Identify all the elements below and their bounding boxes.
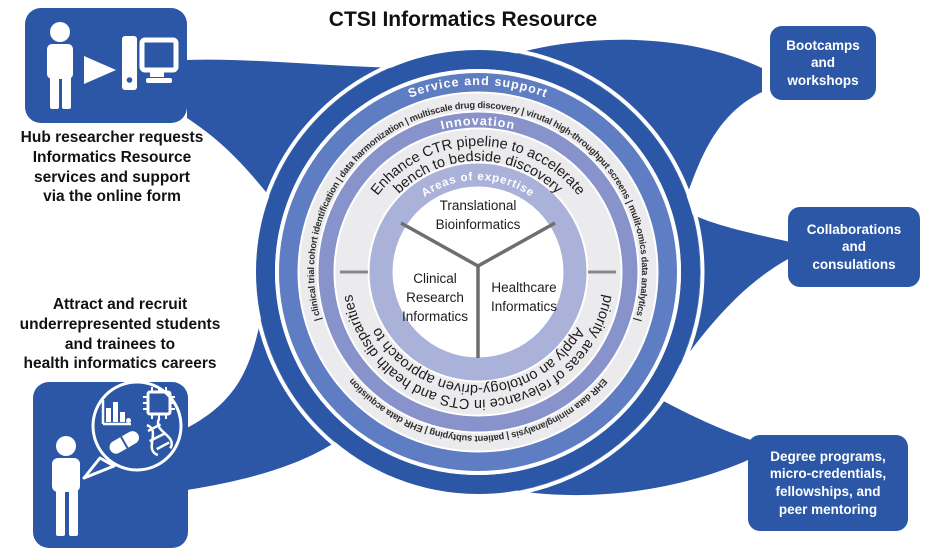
bootcamps-workshops-label: Bootcamps and workshops xyxy=(786,37,860,88)
funnel-collaborations xyxy=(679,214,790,366)
collaborations-consultations-label: Collaborations and consulations xyxy=(806,221,902,272)
segment-clinical-line2: Research xyxy=(406,290,464,305)
student-recruit-pictogram xyxy=(33,380,188,548)
thought-bubble-tail xyxy=(82,456,116,480)
degree-programs-label: Degree programs, micro-credentials, fell… xyxy=(769,448,887,517)
divider-upper-right xyxy=(477,221,556,268)
funnel-degree xyxy=(516,399,757,496)
segment-translational-line1: Translational xyxy=(440,198,517,213)
ring-separator-white xyxy=(251,45,705,499)
caption-hub-researcher: Hub researcher requests Informatics Reso… xyxy=(20,129,204,206)
caption-attract-recruit: Attract and recruit underrepresented stu… xyxy=(19,296,221,373)
innovation-label: Innovation xyxy=(439,114,517,132)
megaphone-icon xyxy=(84,56,116,84)
bar-chart-icon xyxy=(101,400,131,426)
segment-healthcare-line2: Informatics xyxy=(491,299,557,314)
divider-upper-left xyxy=(400,221,479,268)
segment-healthcare-line1: Healthcare xyxy=(491,280,556,295)
segment-dividers xyxy=(400,221,556,358)
outer-dark-ring xyxy=(256,50,700,494)
degree-programs-box: Degree programs, micro-credentials, fell… xyxy=(748,435,908,531)
computer-icon xyxy=(122,36,179,90)
collaborations-consultations-box: Collaborations and consulations xyxy=(788,207,920,287)
segment-clinical-line1: Clinical xyxy=(413,271,457,286)
center-segments: Translational Bioinformatics Clinical Re… xyxy=(402,198,557,324)
person-icon xyxy=(47,22,73,109)
thought-bubble xyxy=(91,380,183,472)
segment-clinical-line3: Informatics xyxy=(402,309,468,324)
wing-bottom-left xyxy=(187,318,336,490)
bootcamps-workshops-box: Bootcamps and workshops xyxy=(770,26,876,100)
researcher-request-pictogram xyxy=(25,8,187,123)
page-title: CTSI Informatics Resource xyxy=(328,8,598,31)
segment-translational-line2: Bioinformatics xyxy=(436,217,521,232)
chip-icon xyxy=(143,387,175,419)
dna-icon xyxy=(146,417,173,457)
pill-icon xyxy=(109,431,139,454)
student-icon xyxy=(52,436,80,536)
